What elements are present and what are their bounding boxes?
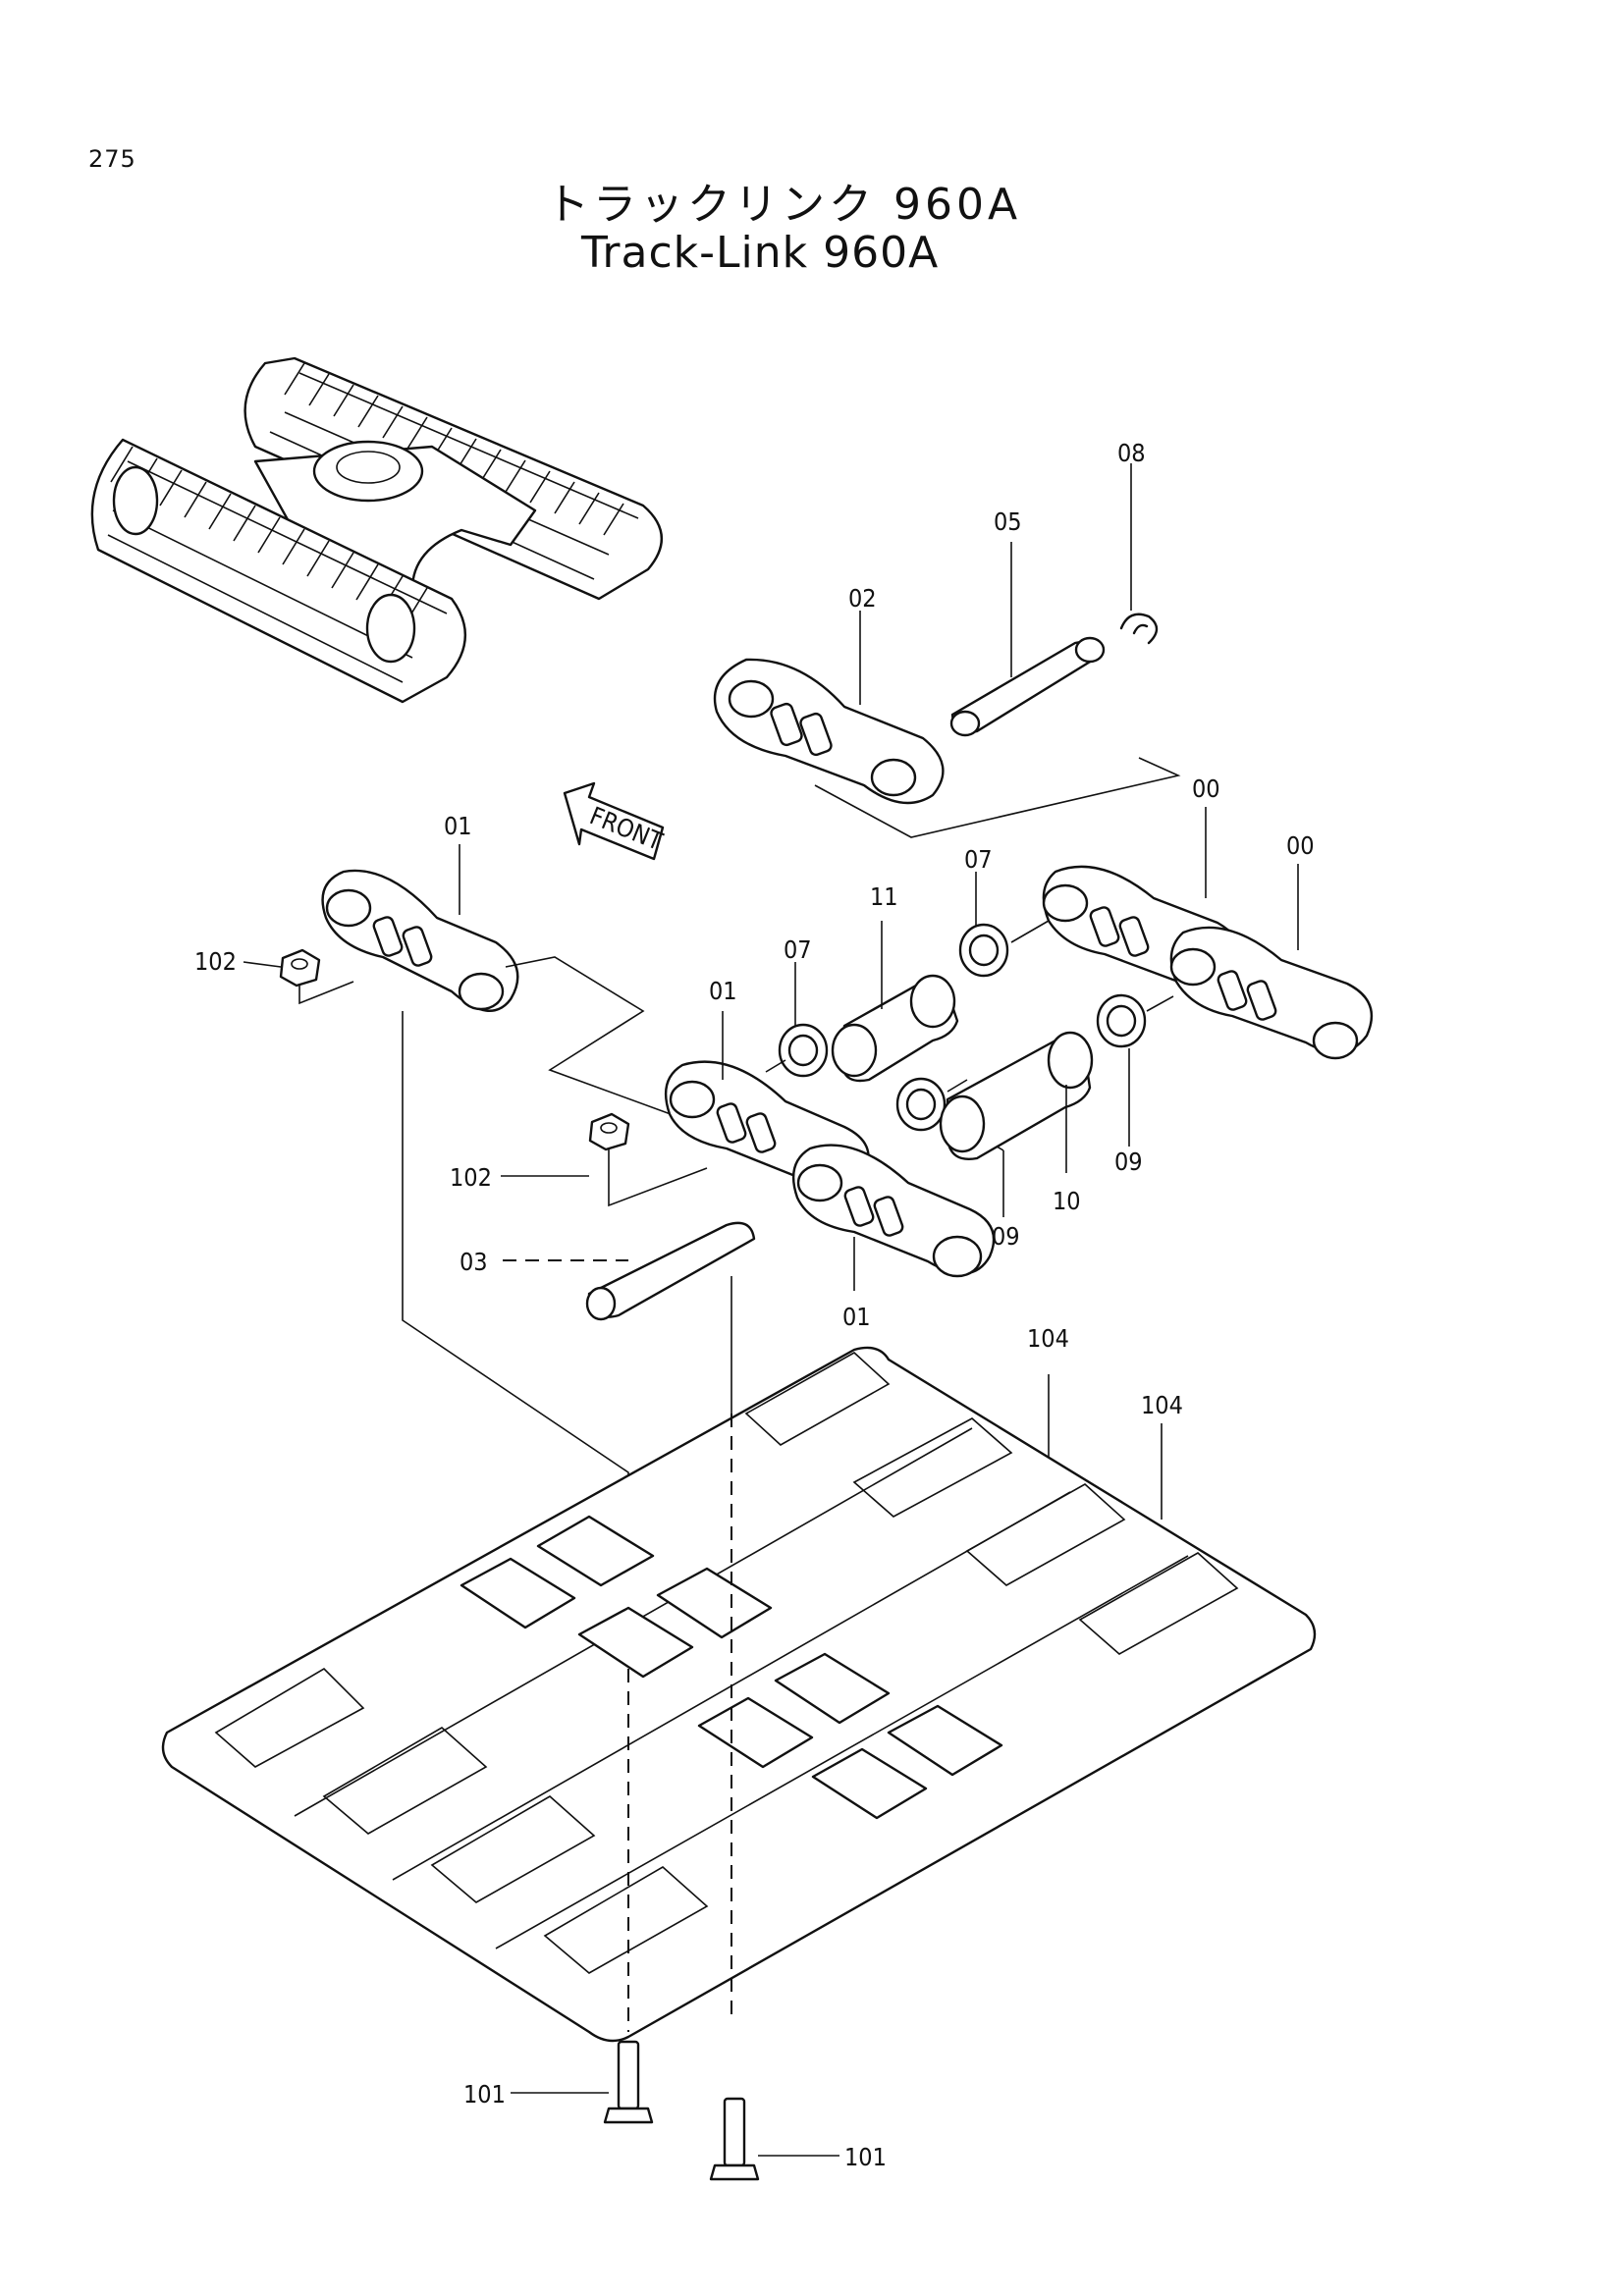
part-02-link xyxy=(713,611,1181,838)
callout-102b: 102 xyxy=(450,1163,492,1192)
title-japanese: トラックリンク 960A xyxy=(546,180,1022,230)
part-101-bolt-right xyxy=(709,2097,839,2181)
callout-01c: 01 xyxy=(842,1303,871,1331)
part-101-bolt-left xyxy=(511,2040,654,2124)
callout-00a: 00 xyxy=(1192,774,1220,803)
callout-10: 10 xyxy=(1053,1187,1081,1215)
callout-01b: 01 xyxy=(709,977,737,1005)
callout-09a: 09 xyxy=(1114,1148,1143,1176)
part-00-link-b xyxy=(1169,864,1374,1060)
part-05-master-pin xyxy=(949,542,1106,737)
callout-11: 11 xyxy=(870,882,898,911)
part-11-bushing xyxy=(831,921,959,1083)
part-07-seal-upper xyxy=(958,872,1050,978)
part-01-link-lower xyxy=(792,1144,996,1291)
callout-07a: 07 xyxy=(964,845,993,874)
part-10-bushing xyxy=(939,1031,1094,1173)
page-number: 275 xyxy=(88,145,136,173)
part-102-nut-upper xyxy=(243,948,354,1005)
title-english: Track-Link 960A xyxy=(581,228,940,278)
callout-101a: 101 xyxy=(463,2080,506,2109)
callout-01a: 01 xyxy=(444,812,472,840)
part-08-snap-ring xyxy=(1119,463,1159,645)
callout-00b: 00 xyxy=(1286,831,1315,860)
callout-08: 08 xyxy=(1117,439,1146,467)
callout-104a: 104 xyxy=(1027,1324,1069,1353)
part-03-pin xyxy=(503,1221,756,1321)
part-09-seal-right xyxy=(1096,993,1174,1147)
undercarriage-overview xyxy=(90,356,663,704)
part-102-nut-lower xyxy=(501,1112,708,1207)
part-07-seal-lower xyxy=(765,962,829,1078)
callout-09b: 09 xyxy=(992,1222,1020,1251)
callout-102a: 102 xyxy=(194,947,237,976)
callout-02: 02 xyxy=(848,584,877,613)
part-104-track-shoes xyxy=(161,1346,1317,2043)
callout-03: 03 xyxy=(460,1248,488,1276)
part-01-link-left xyxy=(321,844,752,1145)
front-direction-arrow: FRONT xyxy=(563,781,667,861)
callout-labels: 08 05 02 00 00 01 07 11 102 07 01 102 09… xyxy=(194,439,1315,2171)
callout-101b: 101 xyxy=(844,2143,887,2171)
callout-07b: 07 xyxy=(784,935,812,964)
callout-05: 05 xyxy=(994,507,1022,536)
callout-104b: 104 xyxy=(1141,1391,1183,1419)
